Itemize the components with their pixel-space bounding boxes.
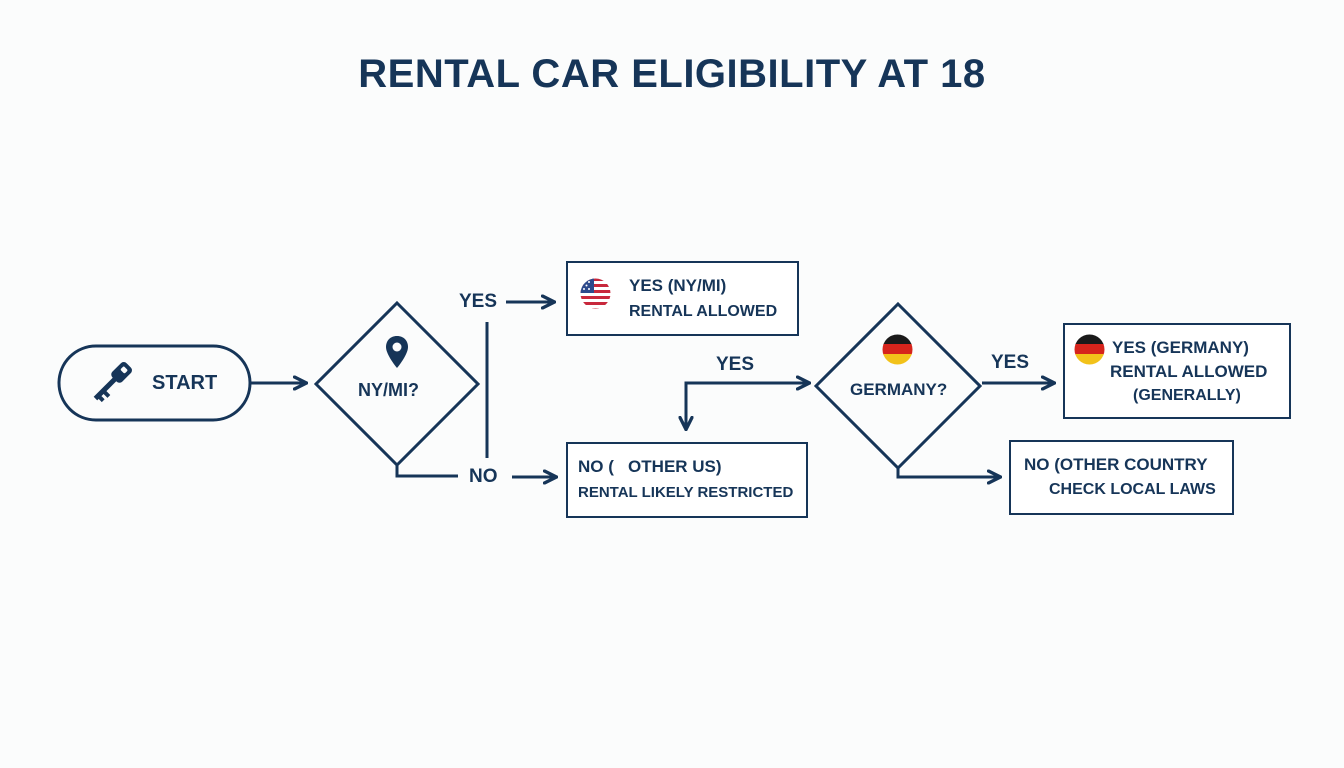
germany-flag-icon	[882, 334, 913, 365]
result-ny-no-line2: RENTAL LIKELY RESTRICTED	[578, 484, 794, 501]
result-germany-no-box	[1009, 440, 1234, 515]
arrow-to-germany-down	[686, 381, 808, 428]
result-ny-yes-line1: YES (NY/MI)	[629, 276, 727, 295]
result-ny-yes-line2: RENTAL ALLOWED	[629, 303, 778, 320]
germany-yes-label: YES	[991, 352, 1030, 373]
result-germany-yes-line1: YES (GERMANY)	[1112, 338, 1249, 357]
decision-germany-label: GERMANY?	[850, 380, 948, 399]
ny-no-label: NO	[469, 466, 498, 487]
key-icon	[84, 356, 138, 410]
connector-ny-no	[395, 465, 458, 478]
result-ny-no-box	[566, 442, 808, 518]
arrow-germany-no	[896, 466, 999, 477]
germany-flag-icon	[1074, 334, 1105, 365]
start-label: START	[152, 372, 218, 394]
result-germany-no-line2: CHECK LOCAL LAWS	[1049, 481, 1216, 498]
page-title: RENTAL CAR ELIGIBILITY AT 18	[358, 52, 986, 96]
us-flag-icon	[580, 278, 611, 309]
result-germany-no-line1: NO (OTHER COUNTRY	[1024, 455, 1208, 474]
result-germany-yes-line2: RENTAL ALLOWED	[1110, 362, 1268, 381]
result-germany-yes-line3: (GENERALLY)	[1133, 387, 1241, 404]
germany-entry-yes-label: YES	[716, 354, 755, 375]
decision-ny-label: NY/MI?	[358, 380, 419, 400]
result-ny-no-line1: NO ( OTHER US)	[578, 457, 722, 476]
result-germany-yes-box	[1063, 323, 1291, 419]
ny-yes-label: YES	[459, 291, 498, 312]
location-pin-icon	[384, 334, 410, 370]
